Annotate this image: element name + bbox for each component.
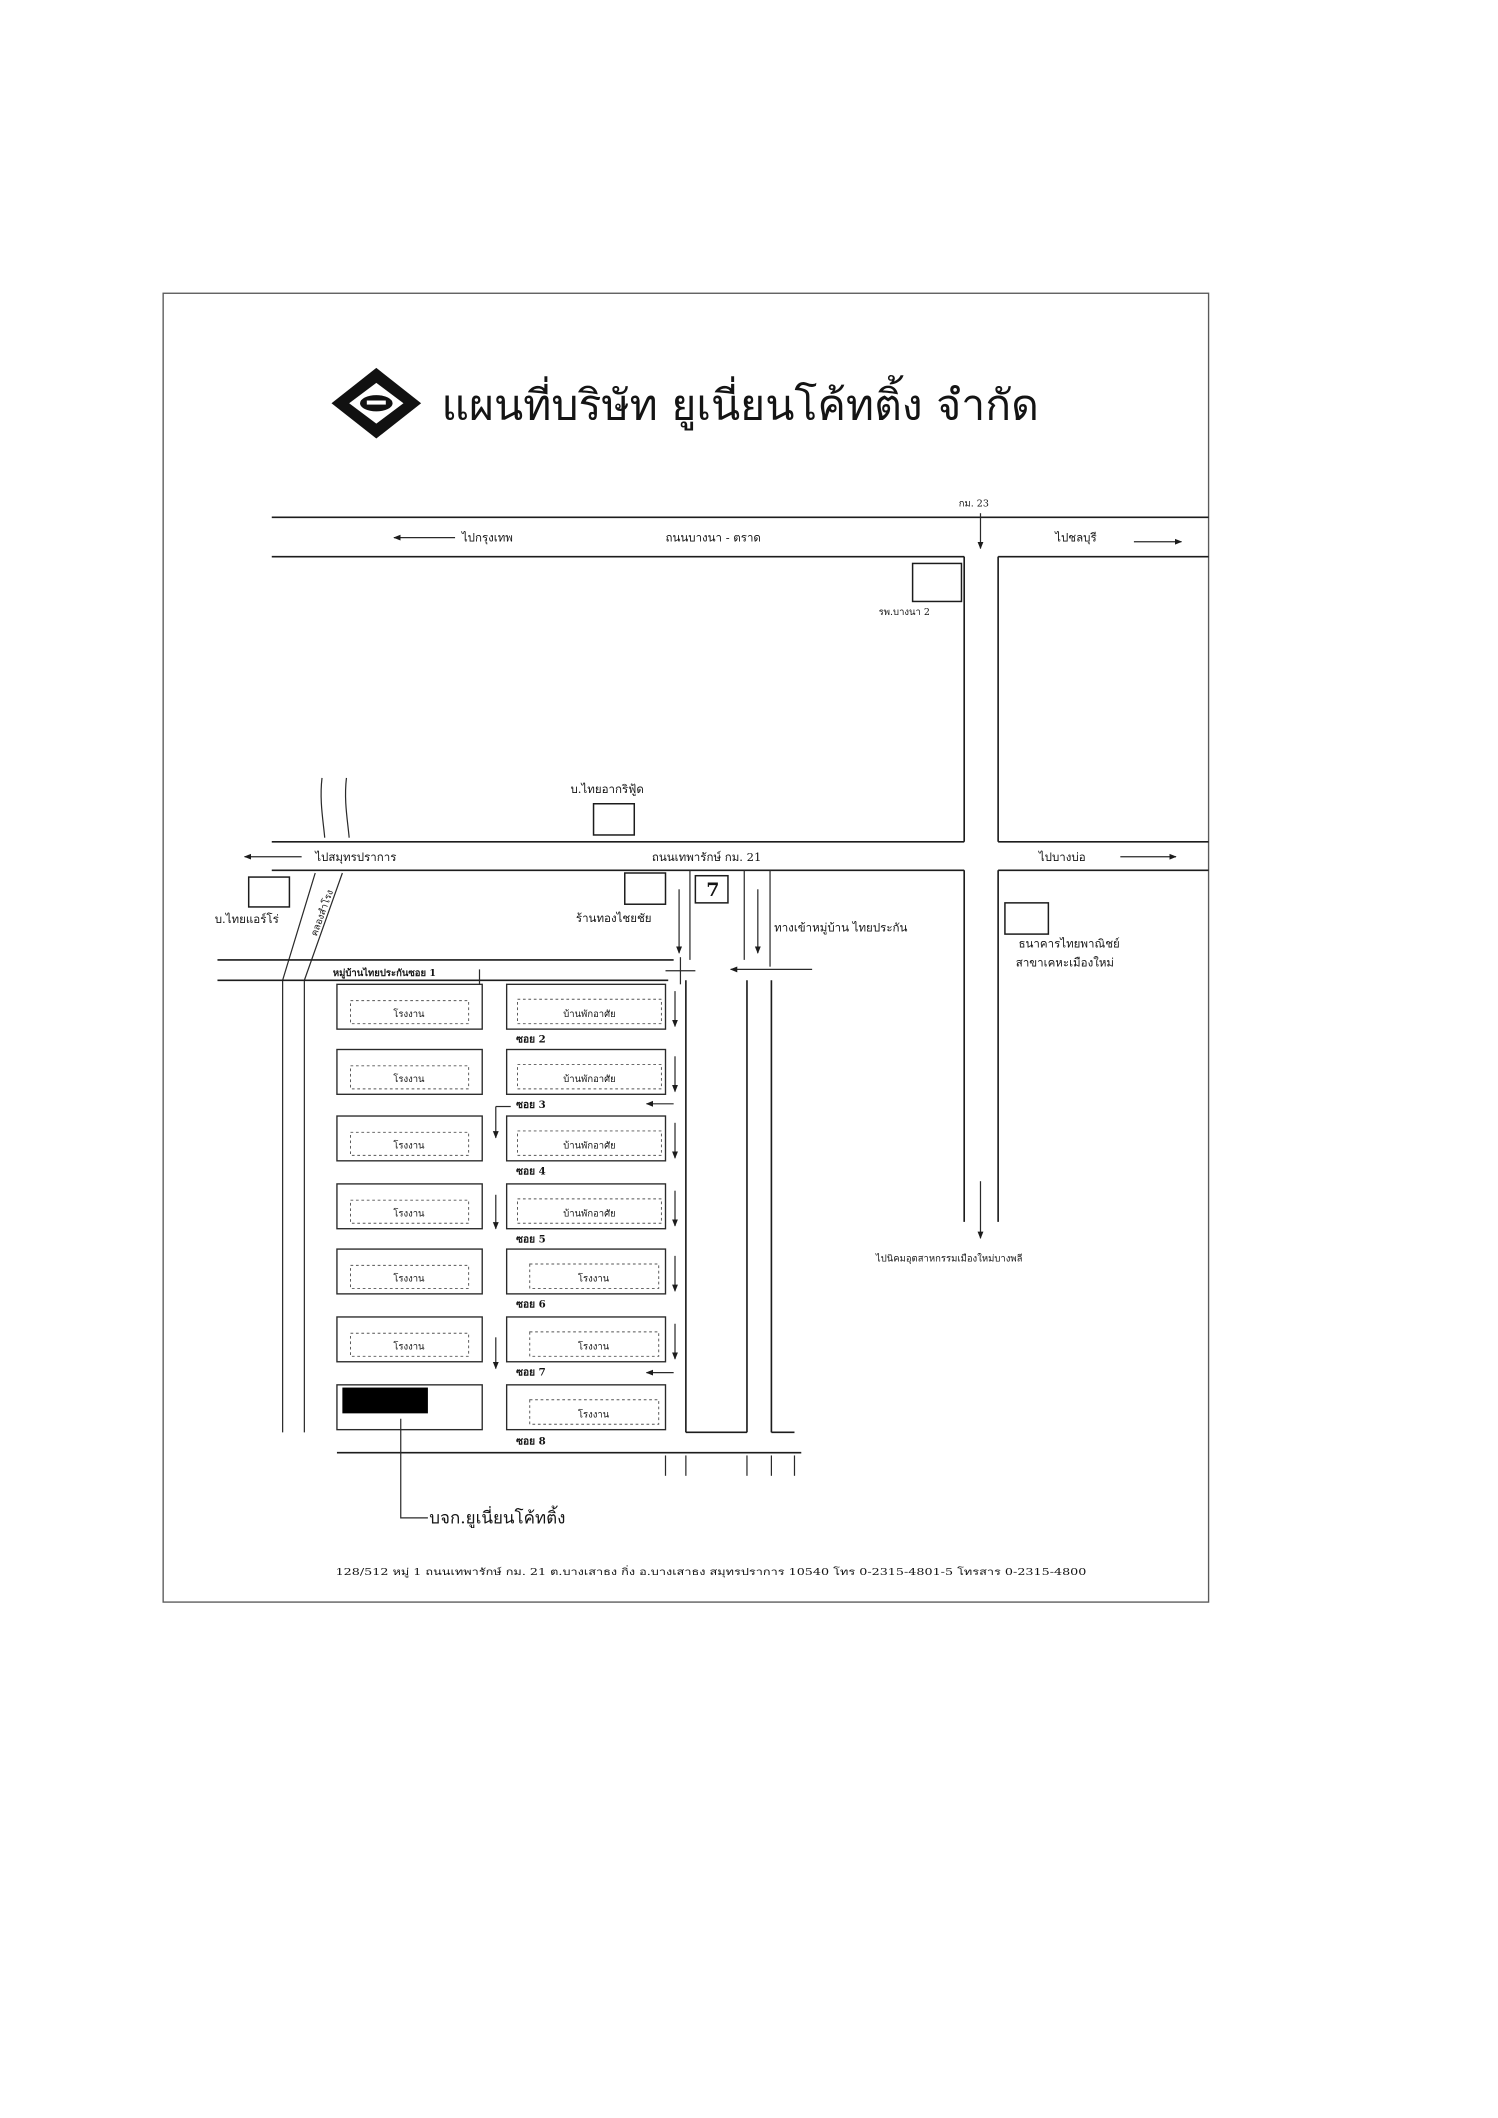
thai-agri-food-building (592, 803, 636, 836)
thepharak-road-name: ถนนเทพารักษ์ กม. 21 (652, 850, 761, 864)
right-block-label: บ้านพักอาศัย (563, 1009, 616, 1020)
canal-west-bank-north (320, 777, 326, 838)
left-block (336, 1115, 483, 1162)
gold-shop-building (624, 872, 667, 905)
left-block (336, 1248, 483, 1295)
seven-eleven-icon (694, 874, 729, 904)
village-soi1-label: หมู่บ้านไทยประกันซอย 1 (333, 967, 436, 980)
right-block (505, 983, 667, 1030)
map-title: แผนที่บริษัท ยูเนี่ยนโค้ทติ้ง จำกัด (441, 375, 1038, 431)
factory-label: โรงงาน (393, 1008, 425, 1020)
right-block-label: โรงงาน (578, 1341, 610, 1353)
seven-eleven-label: 7 (706, 879, 719, 901)
right-block-outline (529, 1399, 660, 1425)
soi-label: ซอย 4 (516, 1165, 546, 1177)
left-block (336, 983, 483, 1030)
right-block (505, 1048, 667, 1095)
right-block (505, 1183, 667, 1230)
map-frame (162, 292, 1210, 1603)
right-block-label: บ้านพักอาศัย (563, 1208, 616, 1219)
to-bangbo-label: ไปบางบ่อ (1038, 850, 1086, 864)
right-block (505, 1115, 667, 1162)
canal-east-bank-north (344, 777, 350, 838)
soi-label: ซอย 5 (516, 1233, 546, 1245)
canal-label: คลองสำโรง (308, 888, 336, 938)
factory-label: โรงงาน (393, 1140, 425, 1152)
left-block (336, 1048, 483, 1095)
factory-label: โรงงาน (393, 1207, 425, 1219)
soi-label: ซอย 8 (516, 1436, 546, 1448)
thai-aero-label: บ.ไทยแอร์โร่ (215, 912, 279, 926)
right-block-outline (517, 1063, 662, 1090)
right-block-outline (517, 1198, 662, 1224)
to-samutprakan-label: ไปสมุทรปราการ (314, 850, 396, 864)
factory-label: โรงงาน (393, 1273, 425, 1285)
right-block (505, 1248, 667, 1295)
hospital-label: รพ.บางนา 2 (879, 607, 930, 618)
to-chonburi-label: ไปชลบุรี (1054, 531, 1097, 545)
to-bangkok-label: ไปกรุงเทพ (461, 531, 513, 545)
right-block-label: บ้านพักอาศัย (563, 1141, 616, 1152)
to-industrial-estate-label: ไปนิคมอุตสาหกรรมเมืองใหม่บางพลี (875, 1252, 1023, 1264)
soi-label: ซอย 3 (516, 1099, 546, 1111)
bank-building (1004, 902, 1050, 935)
right-block-label: โรงงาน (578, 1273, 610, 1285)
right-block-label: โรงงาน (578, 1408, 610, 1420)
hospital-building (911, 562, 963, 603)
bank-branch-label: สาขาเคหะเมืองใหม่ (1016, 956, 1114, 970)
factory-label: โรงงาน (393, 1073, 425, 1085)
right-block (505, 1316, 667, 1363)
thai-agri-food-label: บ.ไทยอากริฟู้ด (570, 782, 643, 797)
bank-name-label: ธนาคารไทยพาณิชย์ (1019, 937, 1120, 951)
right-block-outline (517, 998, 662, 1025)
right-block-outline (517, 1130, 662, 1156)
right-block-outline (529, 1331, 660, 1357)
thai-aero-building (247, 876, 291, 908)
gold-shop-label: ร้านทองไชยชัย (576, 911, 652, 925)
soi-label: ซอย 7 (516, 1366, 546, 1378)
bangna-trat-road-name: ถนนบางนา - ตราด (666, 531, 761, 545)
village-entrance-label: ทางเข้าหมู่บ้าน ไทยประกัน (774, 920, 907, 935)
company-address: 128/512 หมู่ 1 ถนนเทพารักษ์ กม. 21 ต.บาง… (336, 1565, 1087, 1578)
company-label: บจก.ยูเนี่ยนโค้ทติ้ง (429, 1505, 565, 1528)
company-pointer-line (400, 1418, 428, 1519)
km23-marker-label: กม. 23 (959, 498, 989, 509)
left-block (336, 1316, 483, 1363)
factory-label: โรงงาน (393, 1341, 425, 1353)
soi-label: ซอย 2 (516, 1034, 546, 1046)
company-logo-icon (331, 367, 422, 439)
right-block-label: บ้านพักอาศัย (563, 1074, 616, 1085)
left-block (336, 1183, 483, 1230)
canal-west-bank-south (282, 872, 316, 1433)
right-block (505, 1384, 667, 1431)
company-location-marker (342, 1387, 428, 1414)
soi-label: ซอย 6 (516, 1298, 546, 1310)
